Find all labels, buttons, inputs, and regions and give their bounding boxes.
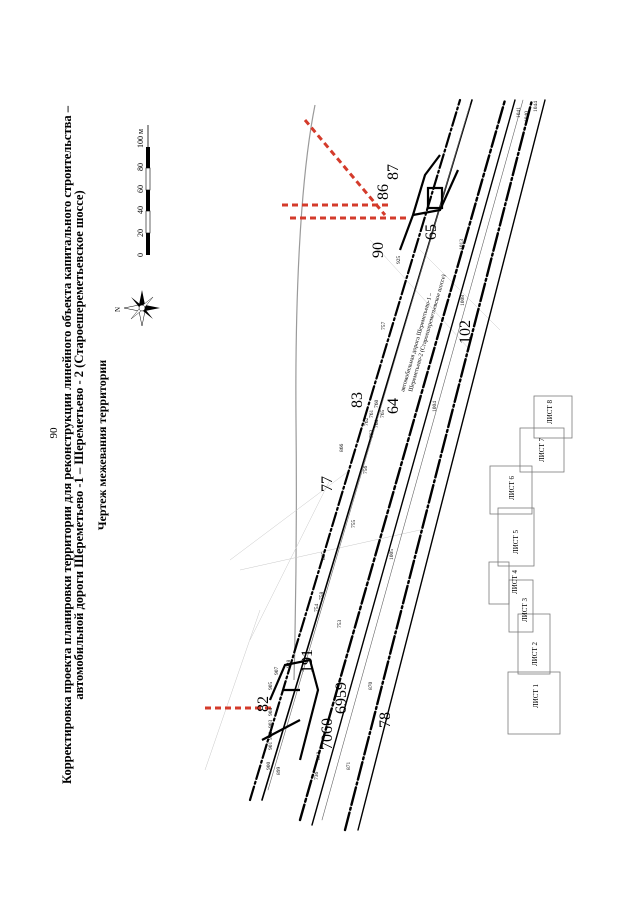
point-label: 1040 xyxy=(524,111,530,122)
compass-north-label: N xyxy=(114,307,122,312)
scale-tick-60: 60 xyxy=(136,185,145,193)
point-label: 902 xyxy=(268,732,274,741)
sheet-index xyxy=(488,395,573,735)
point-label: 1044 xyxy=(533,101,539,112)
parcel-label: 6959 xyxy=(333,682,350,714)
point-label: 907 xyxy=(274,667,280,676)
parcel-label: 7060 xyxy=(319,718,336,750)
sheet-7-label: ЛИСТ 7 xyxy=(538,438,546,462)
point-label: 905 xyxy=(268,682,274,691)
point-label: 903 xyxy=(268,720,274,729)
sheet-5-frame xyxy=(497,507,535,567)
sheet-2-label: ЛИСТ 2 xyxy=(531,642,539,666)
point-label: 842 xyxy=(316,752,322,761)
parcel-label: 78 xyxy=(377,712,394,728)
point-label: 760 xyxy=(374,400,380,409)
compass-rose-icon: N xyxy=(114,290,160,327)
sheet-6-frame xyxy=(489,465,533,515)
point-label: 925 xyxy=(396,256,402,265)
point-label: 899 xyxy=(276,767,282,776)
point-label: 763 xyxy=(369,430,375,439)
scale-tick-100: 100 м xyxy=(136,129,145,148)
point-label: 764 xyxy=(374,420,380,429)
point-label: 756 xyxy=(363,466,369,475)
point-label: 753 xyxy=(337,620,343,629)
scale-tick-0: 0 xyxy=(136,253,145,257)
scale-tick-80: 80 xyxy=(136,163,145,171)
point-label: 1013 xyxy=(459,239,465,250)
sheet-1-label: ЛИСТ 1 xyxy=(532,684,540,708)
point-label: 904 xyxy=(268,708,274,717)
sheet-4-frame xyxy=(488,561,510,605)
scale-tick-40: 40 xyxy=(136,206,145,214)
parcel-label: 65 xyxy=(423,224,440,240)
scale-bar: 0 20 40 60 80 100 м xyxy=(136,125,151,257)
point-label: 900 xyxy=(266,762,272,771)
sheet-1-frame xyxy=(507,671,561,735)
sheet-4-label: ЛИСТ 4 xyxy=(511,570,519,594)
point-label: 761 xyxy=(369,410,375,419)
parcel-label: 82 xyxy=(255,696,272,712)
parcel-label: 90 xyxy=(370,242,387,258)
parcel-label: 77 xyxy=(319,476,336,492)
sheet-5-label: ЛИСТ 5 xyxy=(512,530,520,554)
sheet-8-frame xyxy=(533,395,573,439)
point-label: 758 xyxy=(319,592,325,601)
point-label: 1041 xyxy=(516,107,522,118)
sheet-2-frame xyxy=(517,613,551,675)
sheet-3-label: ЛИСТ 3 xyxy=(521,598,529,622)
point-label: 865 xyxy=(321,552,327,561)
point-label: 762 xyxy=(364,418,370,427)
point-label: 1008 xyxy=(460,295,466,306)
point-label: 928 xyxy=(286,660,292,669)
point-label: 755 xyxy=(351,520,357,529)
point-label: 870 xyxy=(368,682,374,691)
parcel-label: 83 xyxy=(349,392,366,408)
sheet-3-frame xyxy=(508,579,534,633)
sheet-6-label: ЛИСТ 6 xyxy=(508,476,516,500)
parcel-label: 64 xyxy=(385,398,402,414)
point-label: 871 xyxy=(346,762,352,771)
parcel-label: 87 xyxy=(385,164,402,180)
point-label: 901 xyxy=(268,742,274,751)
parcel-label: 102 xyxy=(457,320,474,344)
parcel-label: 86 xyxy=(375,184,392,200)
sheet-7-frame xyxy=(519,427,565,473)
point-label: 754 xyxy=(314,604,320,613)
point-label: 1004 xyxy=(432,401,438,412)
scale-tick-20: 20 xyxy=(136,229,145,237)
sheet-8-label: ЛИСТ 8 xyxy=(546,400,554,424)
point-label: 1005 xyxy=(389,549,395,560)
point-label: 757 xyxy=(381,322,387,331)
point-label: 736 xyxy=(314,772,320,781)
parcel-label: 191 xyxy=(299,649,316,673)
point-label: 765 xyxy=(380,410,386,419)
point-label: 866 xyxy=(339,444,345,453)
